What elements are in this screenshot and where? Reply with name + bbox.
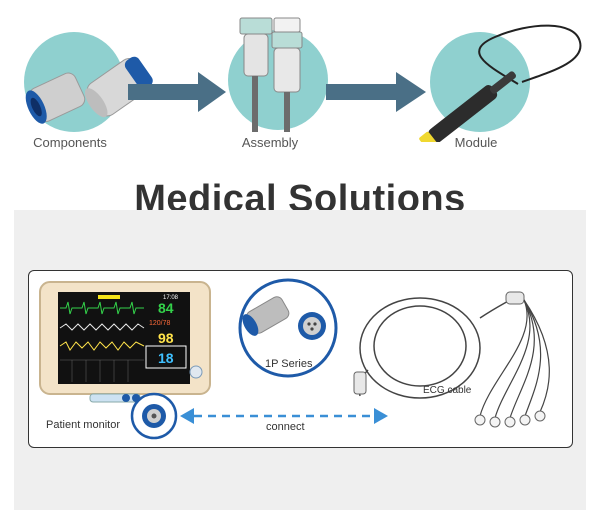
monitor-bp: 120/78 [149, 320, 170, 327]
patient-monitor-label: Patient monitor [46, 419, 120, 431]
monitor-connector-zoom [130, 392, 178, 440]
connect-label: connect [266, 421, 305, 433]
series-label: 1P Series [265, 358, 313, 370]
stage-label-module: Module [416, 135, 536, 150]
patient-monitor-image [36, 278, 216, 414]
module-cable-image [400, 12, 590, 142]
process-arrow-1 [128, 72, 226, 112]
assembly-cable-image [234, 14, 314, 134]
monitor-hr: 84 [158, 300, 174, 316]
stage-label-components: Components [10, 135, 130, 150]
monitor-spo2: 98 [158, 330, 174, 346]
monitor-resp: 18 [158, 350, 174, 366]
stage-label-assembly: Assembly [210, 135, 330, 150]
ecg-cable-image [340, 278, 570, 446]
ecg-cable-label: ECG cable [423, 385, 471, 396]
